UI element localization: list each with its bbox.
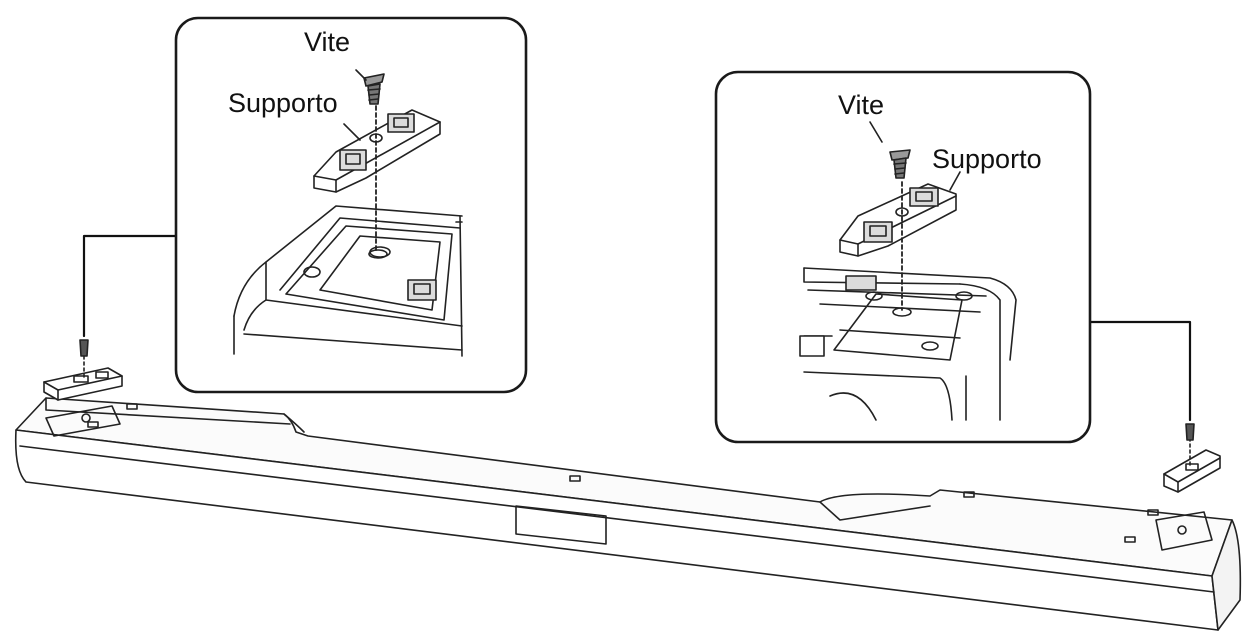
left-screw-label: Vite: [304, 27, 350, 57]
soundbar-front: [14, 429, 1219, 631]
display-window: [515, 505, 607, 545]
left-bracket-small: [43, 339, 123, 401]
soundbar: [14, 397, 1242, 631]
leader-lines: [82, 234, 1192, 422]
right-callout-screw: [889, 149, 911, 179]
right-bracket-label: Supporto: [932, 144, 1042, 174]
left-callout-panel: [174, 16, 528, 394]
left-callout-screw: [363, 73, 385, 105]
left-mount-recess: [45, 405, 121, 437]
left-bracket-label: Supporto: [228, 88, 338, 118]
soundbar-end-cap: [1211, 519, 1242, 631]
left-callout-bracket: [313, 109, 441, 193]
right-mount-recess: [1155, 511, 1213, 551]
left-callout-soundbar-corner: [233, 205, 463, 357]
right-callout-bracket: [839, 183, 957, 257]
right-screw-label: Vite: [838, 90, 884, 120]
right-bracket-small: [1163, 423, 1221, 493]
right-callout-soundbar-corner: [799, 267, 1017, 421]
right-callout-panel: [714, 70, 1092, 444]
